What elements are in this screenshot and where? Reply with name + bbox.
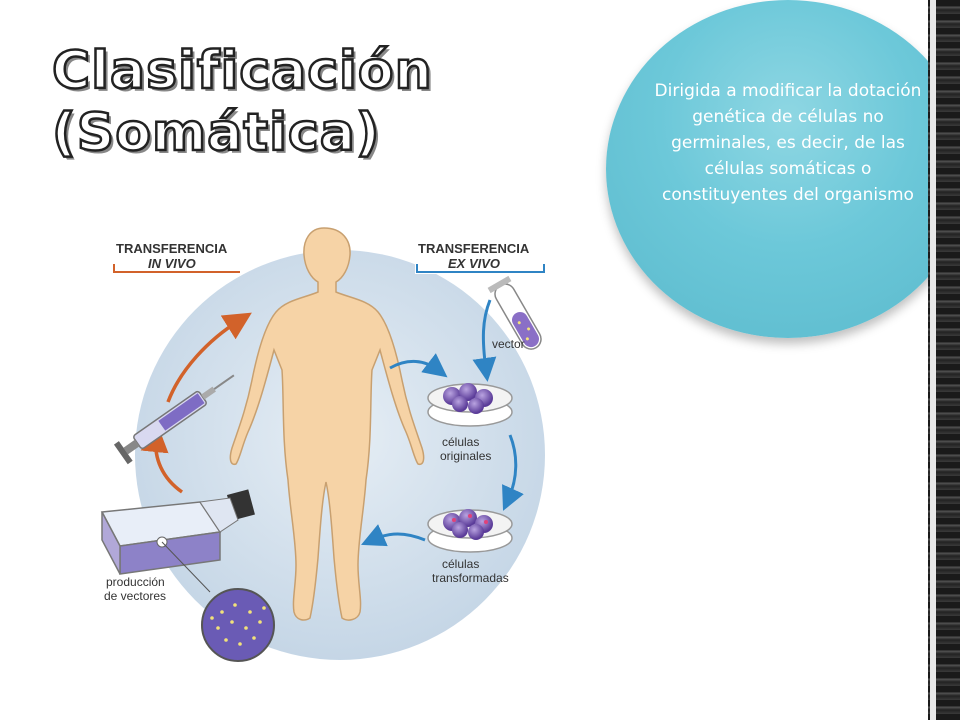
- decorative-right-border: [928, 0, 960, 720]
- ex-vivo-subtitle: EX VIVO: [448, 256, 500, 271]
- petri-dish-transformed-cells: [427, 509, 513, 553]
- vector-production-label-2: de vectores: [104, 589, 166, 603]
- title-line-1: Clasificación: [51, 40, 433, 103]
- vector-test-tube-icon: [487, 275, 542, 350]
- diagram-svg: TRANSFERENCIA IN VIVO TRANSFERENCIA EX V…: [100, 227, 545, 662]
- culture-flask-icon: [100, 489, 255, 593]
- arrow-syringe-to-body: [166, 312, 252, 403]
- gene-therapy-diagram: TRANSFERENCIA IN VIVO TRANSFERENCIA EX V…: [90, 220, 570, 695]
- magnified-vectors-icon: [201, 588, 275, 662]
- arrow-flask-to-syringe: [140, 424, 184, 494]
- original-cells-label-2: originales: [440, 449, 491, 463]
- arrow-transformed-to-body: [361, 524, 426, 547]
- vector-production-label-1: producción: [106, 575, 165, 589]
- human-body-figure: [229, 227, 425, 621]
- title-line-2: (Somática): [51, 102, 381, 165]
- definition-circle: Dirigida a modificar la dotación genétic…: [606, 0, 960, 338]
- arrow-vector-to-cells: [472, 299, 497, 382]
- in-vivo-title: TRANSFERENCIA: [116, 241, 228, 256]
- definition-text: Dirigida a modificar la dotación genétic…: [654, 81, 922, 205]
- in-vivo-label: TRANSFERENCIA IN VIVO: [112, 240, 242, 274]
- slide-title: Clasificación (Somática): [51, 40, 433, 165]
- original-cells-label-1: células: [442, 435, 479, 449]
- arrow-body-to-cells: [389, 353, 448, 378]
- transformed-cells-label-1: células: [442, 557, 479, 571]
- ex-vivo-title: TRANSFERENCIA: [418, 241, 530, 256]
- in-vivo-subtitle: IN VIVO: [148, 256, 196, 271]
- arrow-original-to-transformed: [502, 434, 524, 511]
- petri-dish-original-cells: [427, 383, 513, 427]
- ex-vivo-label: TRANSFERENCIA EX VIVO: [415, 240, 545, 274]
- transformed-cells-label-2: transformadas: [432, 571, 509, 585]
- syringe-icon: [113, 374, 235, 465]
- vector-label: vector: [492, 337, 525, 351]
